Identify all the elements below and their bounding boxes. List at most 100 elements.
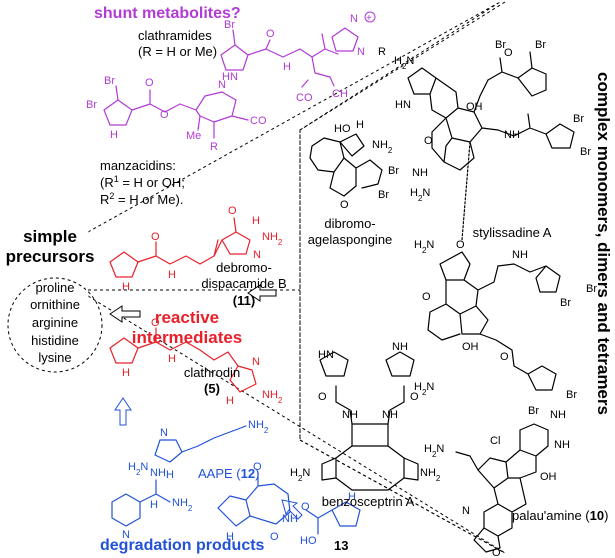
debromo-label-1: debromo- [216,260,272,275]
clathrodin-number: (5) [204,381,220,396]
stylissadine-lower-br-1: Br [560,297,571,309]
precursors-group: simple precursors proline ornithine argi… [6,227,103,373]
debromo-n: N [253,249,261,261]
palauamine-structure [455,423,549,553]
palauamine-o: O [492,547,501,558]
stylissadine-br-3: Br [573,113,584,125]
dibromo-ho: HO [334,123,351,135]
debromo-o: O [228,205,237,217]
precursor-arginine: arginine [32,315,78,330]
shunt-heading: shunt metabolites? [94,5,241,22]
debromodispacamide-structure [109,217,251,278]
shunt-section: shunt metabolites? clathramides (R = H o… [86,5,386,207]
debromo-number: (11) [233,293,255,308]
dibromo-nh: H [356,119,364,131]
clathramide-hn: HN [222,71,238,83]
manzacidin-n: N [218,79,226,91]
stylissadine-oh: OH [466,101,483,113]
precursor-lysine: lysine [38,350,71,365]
precursors-heading: simple [23,227,77,246]
arrow-complex-to-reactive [247,284,277,302]
compound13-number: 13 [334,538,348,553]
stylissadine-nh2-1: H2N [410,187,430,203]
debromo-nh: H [168,269,176,281]
dibromo-o: O [340,199,349,211]
dibromo-nh2: NH2 [372,139,393,155]
palauamine-nh-1: NH [550,409,566,421]
dashed-line-lower [87,295,506,554]
azepinone-hn: H [226,531,234,543]
azepinone-nh: NH [282,513,298,525]
arrow-aape-up [114,397,132,426]
pyridylguanidine-structure [111,479,171,527]
manzacidins-r1-line: (R1 = H or OH; [100,174,185,190]
clathramide-structure [220,27,359,88]
palauamine-n: N [462,505,470,517]
debromo-nh2: NH2 [262,231,283,247]
clathramide-n-ring: N [357,46,365,58]
clathrodin-structure [109,327,257,393]
complex-heading: complex monomers, dimers and tetramers [594,72,613,415]
stylissadine-o: O [424,135,433,147]
stylissadine-lower-o: O [422,291,431,303]
compound13-h: H [348,491,356,503]
precursor-proline: proline [35,280,74,295]
clathramide-br: Br [224,19,235,31]
palauamine-nh-2: NH [554,439,570,451]
azepinone-structure [217,471,291,527]
clathramide-plus: + [366,13,372,24]
benzosceptrin-h2n: H2N [290,467,310,483]
reactive-section: O H N NH2 H O H debromo- dispacamide B (… [109,205,287,407]
compound13-o: O [301,501,310,513]
benzosceptrin-structure [319,351,419,491]
palauamine-label: palau'amine (10) [512,508,608,523]
debromo-hn: H [122,281,130,293]
precursors-heading-2: precursors [6,247,95,266]
stylissadine-lower-br-2: Br [586,283,597,295]
benzosceptrin-nh-2: NH [342,409,358,421]
benzosceptrin-nh-1: NH [392,341,408,353]
stylissadine-lower-br-4: Br [566,389,577,401]
clathrodin-nh2: NH2 [262,389,283,405]
arrow-13-diagonal [281,499,303,520]
clathramides-name: clathramides [138,28,212,43]
manzacidin-r1: R [210,141,218,153]
aape-h: H [166,469,174,481]
pyridyl-h: H [150,499,158,511]
aape-nh2: NH2 [248,419,269,435]
clathramide-ch3: CH [332,88,348,100]
palauamine-h2n: H2N [424,443,444,459]
clathramides-r-note: (R = H or Me) [138,44,217,59]
clathramide-o: O [266,28,275,40]
palauamine-oh: OH [540,471,557,483]
manzacidin-co2r2: CO [250,115,267,127]
stylissadine-h2n: H2N [394,55,414,71]
stylissadine-lower-br-3: Br [528,405,539,417]
arrow-to-precursors [109,305,141,323]
degradation-section: H2N NH2 N H AAPE (12) N NH NH2 H O H NH … [100,419,361,554]
stylissadine-lower-nh2-b: H2N [414,381,434,397]
stylissadine-br-1: Br [495,39,506,51]
aape-n: N [160,427,168,439]
clathrodin-o: O [151,317,160,329]
benzosceptrin-o-2: O [410,391,419,403]
complex-region-border [299,1,506,554]
stylissadine-br-2: Br [535,39,546,51]
stylissadine-lower-oh: OH [462,341,479,353]
manzacidin-o-ester: O [160,109,169,121]
dibromo-br-2: Br [378,189,389,201]
stylissadine-structure [407,51,575,241]
stylissadine-lower-nh2: H2N [414,239,434,255]
stylissadine-lower-structure [427,251,561,391]
manzacidin-me: Me [186,130,201,142]
azepinone-o-2: O [270,531,279,543]
benzosceptrin-label: benzosceptrin A [322,494,415,509]
clathramide-r: R [378,46,386,58]
compound13-structure [305,501,361,535]
stylissadine-nh-2: NH [504,129,520,141]
compound13-ho: HO [300,535,317,547]
clathrodin-hn: H [122,367,130,379]
dibromo-br-1: Br [388,165,399,177]
debromo-h: H [252,215,260,227]
